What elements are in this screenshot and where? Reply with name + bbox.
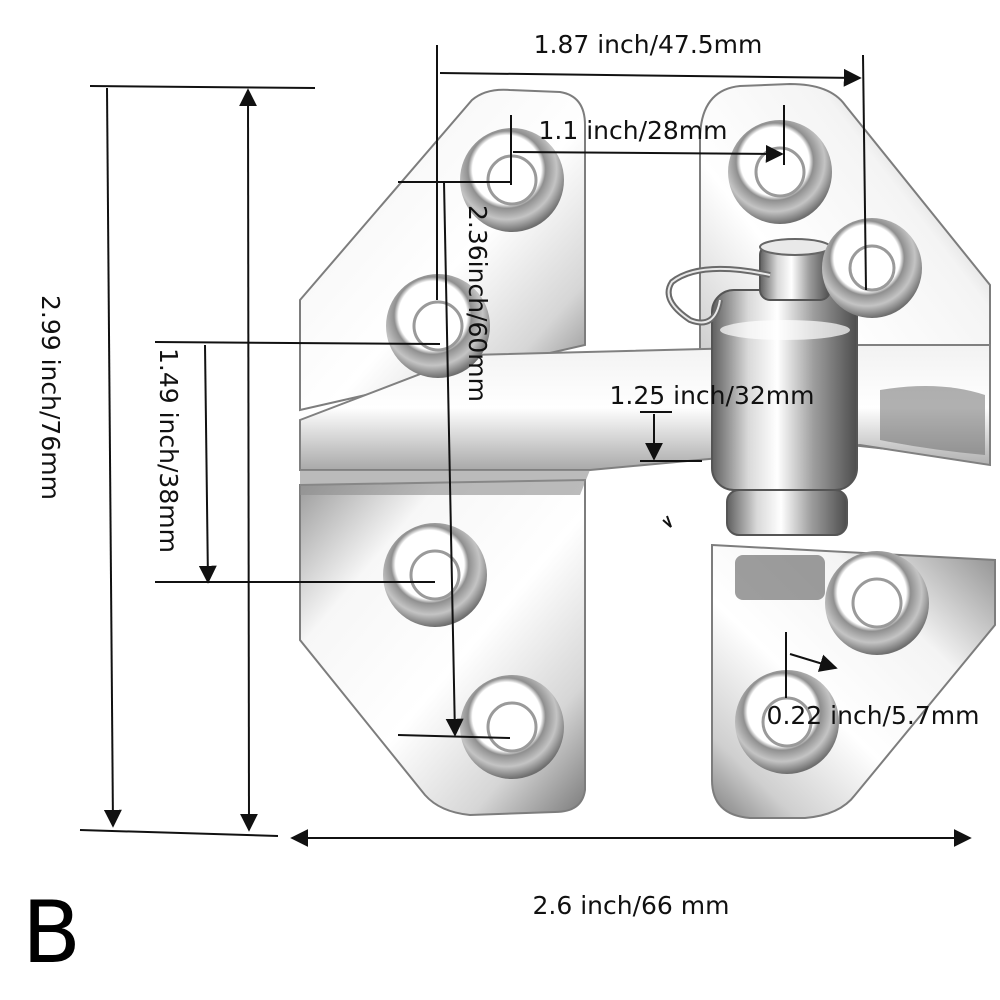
dim-overall-height-label: 2.99 inch/76mm — [36, 295, 65, 500]
dim-hole-spacing: 1.1 inch/28mm — [398, 105, 785, 185]
variant-label: B — [22, 883, 81, 983]
dim-top-width: 1.87 inch/47.5mm — [436, 30, 867, 300]
dim-overall-width-label: 2.6 inch/66 mm — [533, 891, 730, 920]
dim-gap-width-label: 1.25 inch/32mm — [610, 381, 815, 410]
dim-overall-width: 2.6 inch/66 mm — [290, 829, 972, 920]
screw-hole-icon — [822, 218, 922, 318]
retaining-pin-ring-icon — [665, 265, 771, 326]
screw-hole-icon — [825, 551, 929, 655]
screw-hole-icon — [386, 274, 490, 378]
screw-hole-icon — [383, 523, 487, 627]
screw-hole-icon — [728, 120, 832, 224]
screw-hole-icon — [735, 670, 839, 774]
dim-hole-spacing-label: 1.1 inch/28mm — [538, 116, 727, 145]
dim-lower-holes: 1.49 inch/38mm — [154, 341, 441, 584]
dim-gap-width: 1.25 inch/32mm — [610, 381, 815, 528]
dim-hole-diameter: 0.22 inch/5.7mm — [767, 632, 980, 730]
dim-lower-holes-label: 1.49 inch/38mm — [154, 348, 183, 553]
dim-hole-diameter-label: 0.22 inch/5.7mm — [767, 701, 980, 730]
hinge-barrel — [711, 238, 858, 600]
dim-inner-height-label: 2.36inch/60mm — [463, 205, 492, 402]
dim-top-width-label: 1.87 inch/47.5mm — [534, 30, 763, 59]
dim-overall-height: 2.99 inch/76mm — [36, 85, 316, 837]
screw-hole-icon — [460, 675, 564, 779]
dim-inner-height: 2.36inch/60mm — [397, 181, 511, 739]
screw-holes — [383, 120, 929, 779]
